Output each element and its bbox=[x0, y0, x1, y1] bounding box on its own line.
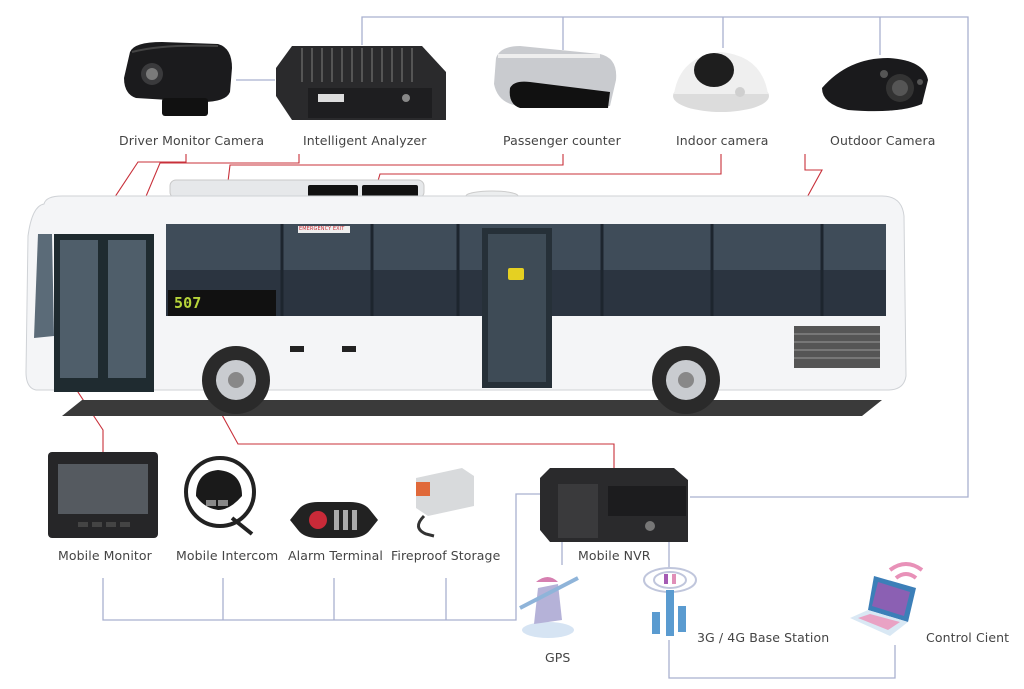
nvr-box-icon bbox=[540, 468, 688, 542]
label-mobile-intercom: Mobile Intercom bbox=[176, 548, 279, 563]
storage-box-icon bbox=[416, 468, 474, 538]
label-base-station: 3G / 4G Base Station bbox=[697, 630, 830, 645]
fireproof-storage bbox=[408, 466, 478, 540]
indoor-camera bbox=[670, 44, 772, 114]
driver-camera-icon bbox=[124, 42, 232, 116]
driver-monitor-camera bbox=[122, 38, 234, 120]
label-control-client: Control Cient bbox=[926, 630, 1010, 645]
laptop-icon bbox=[850, 562, 924, 636]
passenger-counter-icon bbox=[494, 46, 617, 108]
dome-camera-icon bbox=[673, 52, 769, 112]
alarm-button-icon bbox=[290, 502, 378, 538]
label-gps: GPS bbox=[545, 650, 571, 665]
label-driver-monitor-camera: Driver Monitor Camera bbox=[119, 133, 265, 148]
label-outdoor-camera: Outdoor Camera bbox=[830, 133, 936, 148]
satellite-icon bbox=[519, 576, 579, 638]
control-client bbox=[844, 560, 930, 644]
label-passenger-counter: Passenger counter bbox=[503, 133, 621, 148]
monitor-icon bbox=[48, 452, 158, 538]
label-intelligent-analyzer: Intelligent Analyzer bbox=[303, 133, 427, 148]
mobile-nvr bbox=[538, 466, 690, 546]
label-fireproof-storage: Fireproof Storage bbox=[391, 548, 501, 563]
mobile-intercom bbox=[182, 454, 266, 538]
label-mobile-nvr: Mobile NVR bbox=[578, 548, 651, 563]
intelligent-analyzer bbox=[272, 42, 450, 124]
outdoor-camera-icon bbox=[822, 58, 928, 112]
cell-tower-icon bbox=[643, 567, 697, 636]
analyzer-box-icon bbox=[276, 46, 446, 120]
label-indoor-camera: Indoor camera bbox=[676, 133, 769, 148]
label-alarm-terminal: Alarm Terminal bbox=[288, 548, 383, 563]
passenger-counter bbox=[490, 44, 620, 112]
emergency-exit-sign: EMERGENCY EXIT bbox=[299, 226, 345, 232]
outdoor-camera bbox=[818, 52, 930, 114]
label-mobile-monitor: Mobile Monitor bbox=[58, 548, 152, 563]
intercom-icon bbox=[184, 456, 256, 536]
bus-route-number: 507 bbox=[174, 294, 202, 312]
alarm-terminal bbox=[288, 500, 380, 540]
base-station bbox=[640, 566, 700, 642]
gps bbox=[518, 568, 588, 642]
bus bbox=[22, 176, 912, 416]
mobile-monitor bbox=[48, 452, 158, 538]
bus-illustration bbox=[25, 179, 907, 416]
